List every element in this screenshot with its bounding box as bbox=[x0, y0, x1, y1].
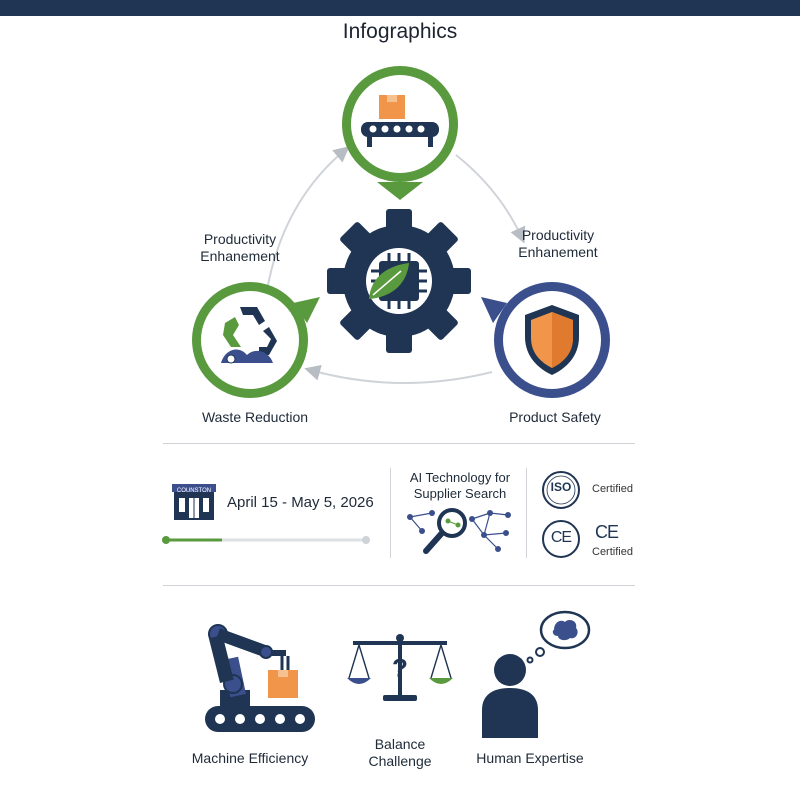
human-head-icon bbox=[482, 610, 591, 738]
balance-scale-icon: ? bbox=[347, 634, 453, 701]
network-search-icon bbox=[407, 508, 511, 554]
iso-badge-icon bbox=[542, 471, 580, 509]
ai-technology-label: AI Technology for Supplier Search bbox=[409, 470, 511, 501]
conveyor-node bbox=[342, 66, 458, 200]
divider-top bbox=[163, 443, 635, 444]
divider-vertical-1 bbox=[390, 468, 391, 558]
ce-circle-text: CE bbox=[550, 529, 572, 546]
date-range: April 15 - May 5, 2026 bbox=[227, 494, 374, 511]
machine-efficiency-label: Machine Efficiency bbox=[191, 750, 309, 766]
building-icon bbox=[172, 484, 216, 520]
balance-challenge-label: Balance Challenge bbox=[368, 736, 432, 769]
shield-node bbox=[481, 282, 610, 398]
building-sign: COUNSTON bbox=[176, 488, 212, 494]
page-title: Infographics bbox=[342, 20, 458, 43]
ce-circle-icon bbox=[542, 520, 580, 558]
svg-text:?: ? bbox=[392, 653, 408, 683]
gear-chip-icon bbox=[327, 209, 471, 353]
recycle-node bbox=[192, 282, 320, 398]
robot-arm-icon bbox=[205, 624, 315, 732]
brain-icon bbox=[552, 620, 578, 641]
ce-mark-text: CE bbox=[595, 522, 619, 542]
progress-track bbox=[162, 536, 370, 544]
product-safety-label: Product Safety bbox=[509, 409, 601, 425]
cycle-arrows bbox=[267, 146, 526, 384]
productivity-label-right: Productivity Enhanement bbox=[518, 227, 598, 260]
iso-badge-text: ISO bbox=[550, 480, 572, 494]
human-expertise-label: Human Expertise bbox=[476, 750, 584, 766]
divider-bottom bbox=[163, 585, 635, 586]
top-bar bbox=[0, 0, 800, 16]
productivity-label-left: Productivity Enhanement bbox=[200, 231, 280, 264]
ce-certified-label: Certified bbox=[592, 546, 633, 558]
divider-vertical-2 bbox=[526, 468, 527, 558]
shield-icon bbox=[525, 305, 579, 375]
progress-end-dot bbox=[362, 536, 370, 544]
iso-certified-label: Certified bbox=[592, 483, 633, 495]
waste-reduction-label: Waste Reduction bbox=[201, 409, 309, 425]
progress-start-dot bbox=[162, 536, 170, 544]
conveyor-icon bbox=[361, 95, 439, 147]
recycle-icon bbox=[221, 307, 277, 364]
